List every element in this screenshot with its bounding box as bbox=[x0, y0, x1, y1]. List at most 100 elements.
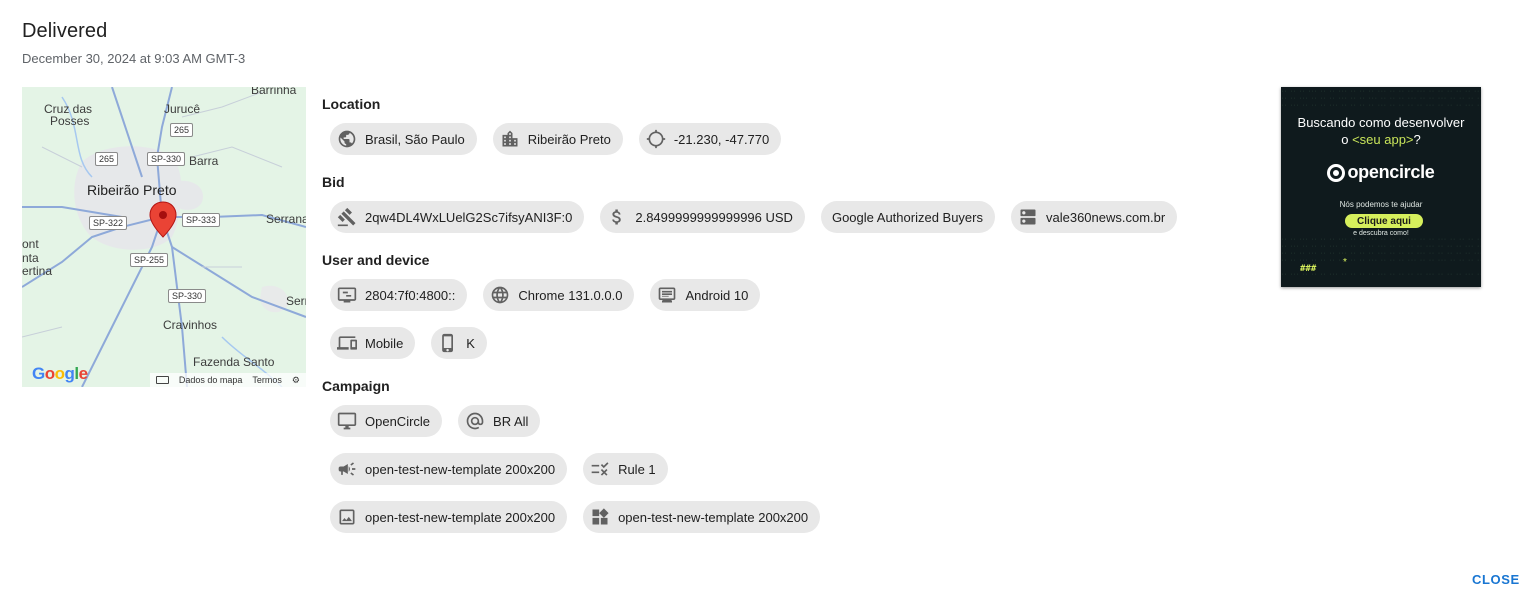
chip-browser-label: Chrome 131.0.0.0 bbox=[518, 287, 623, 303]
map-roads bbox=[22, 87, 306, 387]
chip-ip-label: 2804:7f0:4800:: bbox=[365, 287, 456, 303]
route-badge-sp322: SP-322 bbox=[89, 216, 128, 230]
keyboard-icon[interactable] bbox=[155, 376, 169, 384]
chip-browser: Chrome 131.0.0.0 bbox=[483, 279, 635, 311]
chip-template-label: open-test-new-template 200x200 bbox=[618, 509, 809, 525]
chip-rule-label: Rule 1 bbox=[618, 461, 656, 477]
chip-bid-buyer-label: Google Authorized Buyers bbox=[831, 209, 983, 225]
map-attribution: Dados do mapa Termos ⚙ bbox=[149, 373, 306, 387]
devices-icon bbox=[336, 332, 358, 354]
google-logo: Google bbox=[32, 364, 88, 383]
chip-bid-site-label: vale360news.com.br bbox=[1046, 209, 1166, 225]
chip-coordinates-label: -21.230, -47.770 bbox=[673, 131, 770, 147]
chip-coordinates: -21.230, -47.770 bbox=[638, 123, 782, 155]
map-settings-icon[interactable]: ⚙ bbox=[291, 374, 300, 385]
campaign-chips-row-3: open-test-new-template 200x200 open-test… bbox=[330, 501, 1272, 533]
map-label-ertina: ertina bbox=[22, 264, 53, 278]
chip-os-label: Android 10 bbox=[685, 287, 749, 303]
chip-bid-site: vale360news.com.br bbox=[1011, 201, 1178, 233]
bid-chips: 2qw4DL4WxLUelG2Sc7ifsyANI3F:0 2.84999999… bbox=[330, 201, 1272, 233]
ad-headline-line-1: Buscando como desenvolver bbox=[1297, 115, 1465, 130]
campaign-chips-row-1: OpenCircle BR All bbox=[330, 405, 1272, 437]
opencircle-ring-icon bbox=[1327, 163, 1346, 182]
monitor-icon bbox=[336, 410, 358, 432]
creative-preview: ·· ·· ·· ··· ·· ·· ··· ·· ·· ·· ··· ·· ·… bbox=[1281, 87, 1481, 287]
os-icon bbox=[656, 284, 678, 306]
map-data-link[interactable]: Dados do mapa bbox=[178, 375, 243, 385]
chip-device-model-label: K bbox=[466, 335, 475, 351]
chip-device-type: Mobile bbox=[330, 327, 416, 359]
map-label-juruce: Jurucê bbox=[164, 102, 201, 116]
chip-device-model: K bbox=[431, 327, 487, 359]
route-badge-265b: 265 bbox=[95, 152, 119, 166]
chip-rule: Rule 1 bbox=[583, 453, 668, 485]
location-chips: Brasil, São Paulo Ribeirão Preto -21.230… bbox=[330, 123, 1272, 155]
route-badge-sp333: SP-333 bbox=[182, 213, 221, 227]
rule-icon bbox=[589, 458, 611, 480]
ip-icon bbox=[336, 284, 358, 306]
ad-subtext-1: Nós podemos te ajudar bbox=[1339, 200, 1423, 209]
location-map[interactable]: Barrinha Cruz das Posses Jurucê Barra Ri… bbox=[22, 87, 306, 387]
device-chips-row-2: Mobile K bbox=[330, 327, 1272, 359]
chip-device-type-label: Mobile bbox=[365, 335, 404, 351]
chip-country-label: Brasil, São Paulo bbox=[365, 131, 465, 147]
chip-advertiser: OpenCircle bbox=[330, 405, 443, 437]
delivery-timestamp: December 30, 2024 at 9:03 AM GMT-3 bbox=[22, 51, 246, 66]
opencircle-logo: opencircle bbox=[1281, 162, 1481, 183]
chip-creative: open-test-new-template 200x200 bbox=[330, 501, 568, 533]
dialog-title: Delivered bbox=[22, 20, 108, 42]
map-label-posses: Posses bbox=[50, 114, 90, 128]
chip-creative-label: open-test-new-template 200x200 bbox=[365, 509, 556, 525]
smartphone-icon bbox=[437, 332, 459, 354]
ad-code-pattern-6: ·· ·· ·· ··· ·· ·· ··· ·· ·· ·· ··· ·· ·… bbox=[1281, 251, 1481, 257]
ad-headline-line-2: o <seu app>? bbox=[1341, 132, 1421, 147]
detail-sections: Location Brasil, São Paulo Ribeirão Pret… bbox=[322, 95, 1272, 533]
ad-code-pattern: ·· ·· ·· ··· ·· ·· ··· ·· ·· ·· ··· ·· ·… bbox=[1281, 89, 1481, 95]
image-icon bbox=[336, 506, 358, 528]
ad-code-pattern-4: ·· ·· ··· ·· ·· ·· ··· ·· ·· ··· ·· ·· ·… bbox=[1281, 237, 1481, 243]
ad-star-mark: * bbox=[1343, 257, 1347, 268]
chip-campaign-label: BR All bbox=[493, 413, 529, 429]
route-badge-265: 265 bbox=[170, 123, 194, 137]
close-button[interactable]: CLOSE bbox=[1464, 570, 1528, 589]
map-pin-icon[interactable] bbox=[149, 201, 177, 238]
route-badge-sp330: SP-330 bbox=[147, 152, 186, 166]
crosshair-icon bbox=[645, 128, 667, 150]
section-title-device: User and device bbox=[322, 252, 430, 268]
map-label-barrinha: Barrinha bbox=[251, 87, 297, 97]
map-terms-link[interactable]: Termos bbox=[252, 375, 282, 385]
route-badge-sp255: SP-255 bbox=[130, 253, 169, 267]
chip-template: open-test-new-template 200x200 bbox=[583, 501, 821, 533]
ad-headline: Buscando como desenvolver o <seu app>? bbox=[1281, 114, 1481, 148]
map-label-serr: Serr bbox=[286, 294, 306, 308]
chip-bid-buyer: Google Authorized Buyers bbox=[820, 201, 995, 233]
browser-globe-icon bbox=[489, 284, 511, 306]
chip-line-item: open-test-new-template 200x200 bbox=[330, 453, 568, 485]
ad-code-pattern-3: ·· ··· ·· ·· ·· ··· ·· ·· ·· ·· ··· ·· ·… bbox=[1281, 103, 1481, 109]
chip-os: Android 10 bbox=[650, 279, 761, 311]
device-chips-row-1: 2804:7f0:4800:: Chrome 131.0.0.0 Android… bbox=[330, 279, 1272, 311]
chip-bid-id: 2qw4DL4WxLUelG2Sc7ifsyANI3F:0 bbox=[330, 201, 585, 233]
section-title-bid: Bid bbox=[322, 174, 345, 190]
map-label-barra: Barra bbox=[189, 154, 219, 168]
chip-bid-price: 2.8499999999999996 USD bbox=[600, 201, 805, 233]
map-label-cruz: Cruz das bbox=[44, 102, 93, 116]
dollar-icon bbox=[606, 206, 628, 228]
route-badge-sp330b: SP-330 bbox=[168, 289, 207, 303]
gavel-icon bbox=[336, 206, 358, 228]
map-label-ont: ont bbox=[22, 237, 39, 251]
section-title-location: Location bbox=[322, 96, 381, 112]
campaign-chips-row-2: open-test-new-template 200x200 Rule 1 bbox=[330, 453, 1272, 485]
chip-line-item-label: open-test-new-template 200x200 bbox=[365, 461, 556, 477]
map-label-serrana: Serrana bbox=[266, 212, 306, 226]
map-label-nta: nta bbox=[22, 251, 39, 265]
target-icon bbox=[464, 410, 486, 432]
ad-cta-button[interactable]: Clique aqui bbox=[1345, 214, 1423, 228]
chip-advertiser-label: OpenCircle bbox=[365, 413, 431, 429]
section-title-campaign: Campaign bbox=[322, 378, 390, 394]
chip-bid-id-label: 2qw4DL4WxLUelG2Sc7ifsyANI3F:0 bbox=[365, 209, 573, 225]
chip-city-label: Ribeirão Preto bbox=[527, 131, 611, 147]
opencircle-wordmark: opencircle bbox=[1347, 162, 1435, 182]
chip-bid-price-label: 2.8499999999999996 USD bbox=[635, 209, 793, 225]
